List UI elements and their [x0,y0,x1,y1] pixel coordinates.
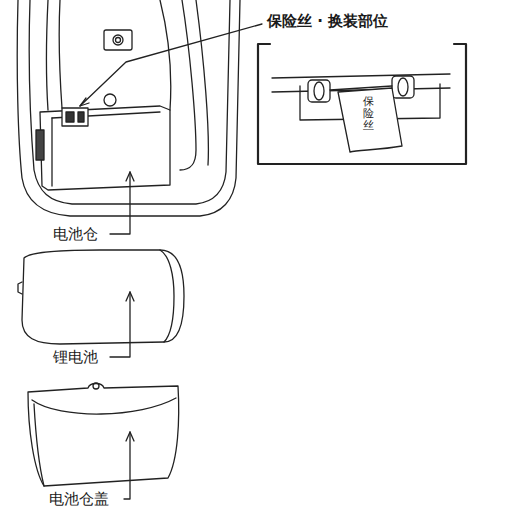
battery-cover [28,384,179,487]
lithium-battery [22,250,184,344]
callout-title: 保险丝 · 换装部位 [266,12,389,30]
fuse-tag-text: 保险丝 [363,96,374,132]
part-label: 锂电池 [52,348,99,366]
part-label: 电池仓盖 [48,490,110,508]
part-label: 电池仓 [52,225,99,243]
device-shell [17,0,240,216]
